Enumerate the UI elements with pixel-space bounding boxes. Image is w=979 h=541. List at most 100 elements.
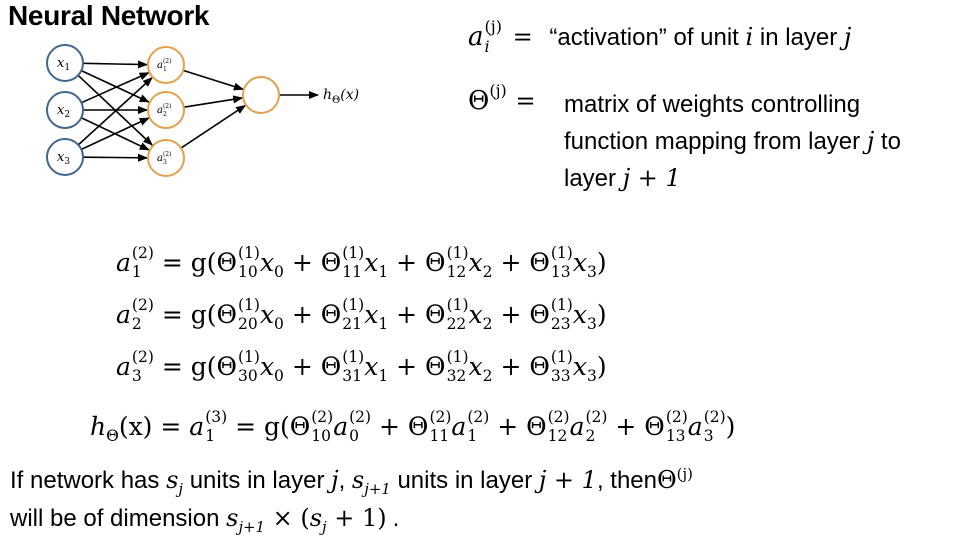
- eq2-rhs-start: = g(Θ: [153, 300, 237, 329]
- edge-x1-a1: [82, 60, 149, 69]
- eq3-lhs-idx: (2)3: [132, 349, 154, 384]
- eq3-op-2: + Θ: [388, 352, 446, 381]
- eq1-op-1: + Θ: [283, 248, 342, 277]
- out-op-1: + Θ: [371, 412, 429, 441]
- eq1-var-2: x: [364, 248, 379, 277]
- footer-line-2: will be of dimension sj+1 × (sj + 1).: [10, 504, 399, 534]
- edge-a3-out: [180, 104, 246, 149]
- eq2-var-4: x: [572, 300, 587, 329]
- eq2-theta-4-sub: 23: [550, 315, 571, 334]
- out-theta-2: (2)11: [429, 409, 451, 444]
- out-h-sub: Θ: [106, 427, 119, 445]
- eq2-var-2: x: [364, 300, 379, 329]
- theta-line3: layer j + 1: [564, 160, 901, 197]
- eq3-op-3: + Θ: [492, 352, 550, 381]
- out-a-idx: (3)1: [205, 409, 227, 444]
- eq1-var-sub-1: 0: [274, 263, 284, 281]
- out-theta-1-sup: (2): [311, 407, 334, 426]
- output-label: hΘ(x): [323, 87, 359, 106]
- eq2-theta-2: (1)21: [342, 297, 364, 334]
- out-var-idx-4-sup: (2): [703, 407, 726, 426]
- eq2-theta-2-sub: 21: [342, 315, 362, 334]
- theta-symbol: Θ: [468, 86, 490, 116]
- edge-x3-a3: [82, 153, 149, 162]
- out-var-4: a: [687, 412, 703, 441]
- input-label-2: x2: [57, 103, 70, 120]
- theta-equals: =: [515, 87, 536, 115]
- eq3-theta-3-sup: (1): [446, 347, 469, 366]
- eq2-lhs: a: [116, 300, 131, 329]
- activation-sub: i: [484, 37, 490, 57]
- eq1-theta-3: (1)12: [446, 243, 469, 282]
- eq3-theta-2-sub: 31: [342, 367, 362, 386]
- eq2-theta-3: (1)22: [446, 295, 469, 332]
- eq2-lhs-idx-sub: 2: [131, 315, 142, 334]
- eq1-var-sub-4: 3: [586, 263, 597, 281]
- footer-dim-s: s: [226, 504, 239, 532]
- out-var-idx-2: (2)1: [467, 409, 489, 446]
- theta-line2-text: function mapping from layer: [564, 128, 867, 155]
- out-theta-4-sub: 13: [665, 427, 686, 446]
- edge-x2-a1: [81, 72, 150, 104]
- footer-line-1: If network has sj units in layer j, sj+1…: [10, 465, 693, 496]
- theta-line2-end: to: [874, 128, 901, 155]
- out-var-idx-2-sub: 1: [467, 427, 478, 446]
- eq2-theta-1-sub: 20: [237, 315, 258, 334]
- eq3-var-3: x: [468, 352, 483, 381]
- eq2-var-1: x: [259, 300, 275, 329]
- eq1-rhs-start: = g(Θ: [153, 248, 237, 277]
- footer-comma: ,: [338, 467, 346, 494]
- out-op-4: ): [725, 412, 736, 441]
- eq2-lhs-idx-sup: (2): [131, 295, 154, 314]
- input-label-3: x3: [57, 150, 70, 167]
- eq1-op-4: ): [596, 248, 607, 277]
- eq1-theta-3-sub: 12: [446, 263, 467, 282]
- theta-line1: matrix of weights controlling: [564, 91, 861, 118]
- eq3-theta-4: (1)33: [550, 347, 573, 384]
- eq2-theta-1-sup: (1): [237, 295, 260, 314]
- eq1-theta-1-sup: (1): [237, 243, 260, 262]
- footer-j: j: [331, 466, 339, 494]
- eq1-lhs: a: [116, 248, 131, 277]
- activation-sup: (j): [484, 17, 502, 37]
- eq3-theta-3-sub: 32: [446, 367, 467, 386]
- eq1-theta-3-sup: (1): [446, 243, 469, 262]
- theta-line2-var: j: [866, 127, 875, 155]
- footer-text-a: If network has: [10, 467, 167, 494]
- eq1-op-3: + Θ: [492, 248, 550, 277]
- out-op-3: + Θ: [607, 412, 665, 441]
- theta-line3-expr: j + 1: [622, 164, 681, 192]
- out-op-2: + Θ: [489, 412, 547, 441]
- input-node-2: [46, 91, 84, 129]
- eq1-var-4: x: [572, 248, 587, 277]
- eq3-theta-3: (1)32: [446, 347, 469, 386]
- eq1-theta-2: (1)11: [342, 245, 364, 280]
- input-hidden-edges: [77, 60, 153, 162]
- out-var-1: a: [333, 412, 349, 441]
- eq1-lhs-idx-sup: (2): [131, 243, 154, 262]
- theta-definition: Θ(j) =: [468, 83, 536, 117]
- edge-a1-out: [182, 69, 244, 91]
- eq2-theta-3-sup: (1): [446, 295, 469, 314]
- out-var-3: a: [569, 412, 585, 441]
- activation-var-i: i: [745, 23, 754, 51]
- hidden-node-2: [147, 91, 185, 129]
- eq2-op-4: ): [596, 300, 607, 329]
- eq2-var-sub-3: 2: [482, 315, 493, 333]
- out-var-idx-1: (2)0: [349, 409, 371, 444]
- eq1-theta-4-sub: 13: [550, 263, 571, 282]
- hidden-label-3: a(2)3: [157, 151, 171, 166]
- hidden-node-3: [147, 139, 185, 177]
- eq3-lhs: a: [116, 352, 131, 381]
- footer-dim-times: × (: [264, 504, 310, 532]
- footer-theta-sup: (j): [676, 465, 693, 483]
- out-theta-1-sub: 10: [311, 427, 331, 446]
- input-label-1: x1: [57, 56, 70, 73]
- out-theta-1: (2)10: [311, 407, 334, 446]
- out-var-idx-3-sup: (2): [585, 407, 608, 426]
- eq3-op-1: + Θ: [283, 352, 342, 381]
- eq3-theta-4-sup: (1): [550, 347, 573, 366]
- activation-text: “activation” of unit: [549, 24, 746, 51]
